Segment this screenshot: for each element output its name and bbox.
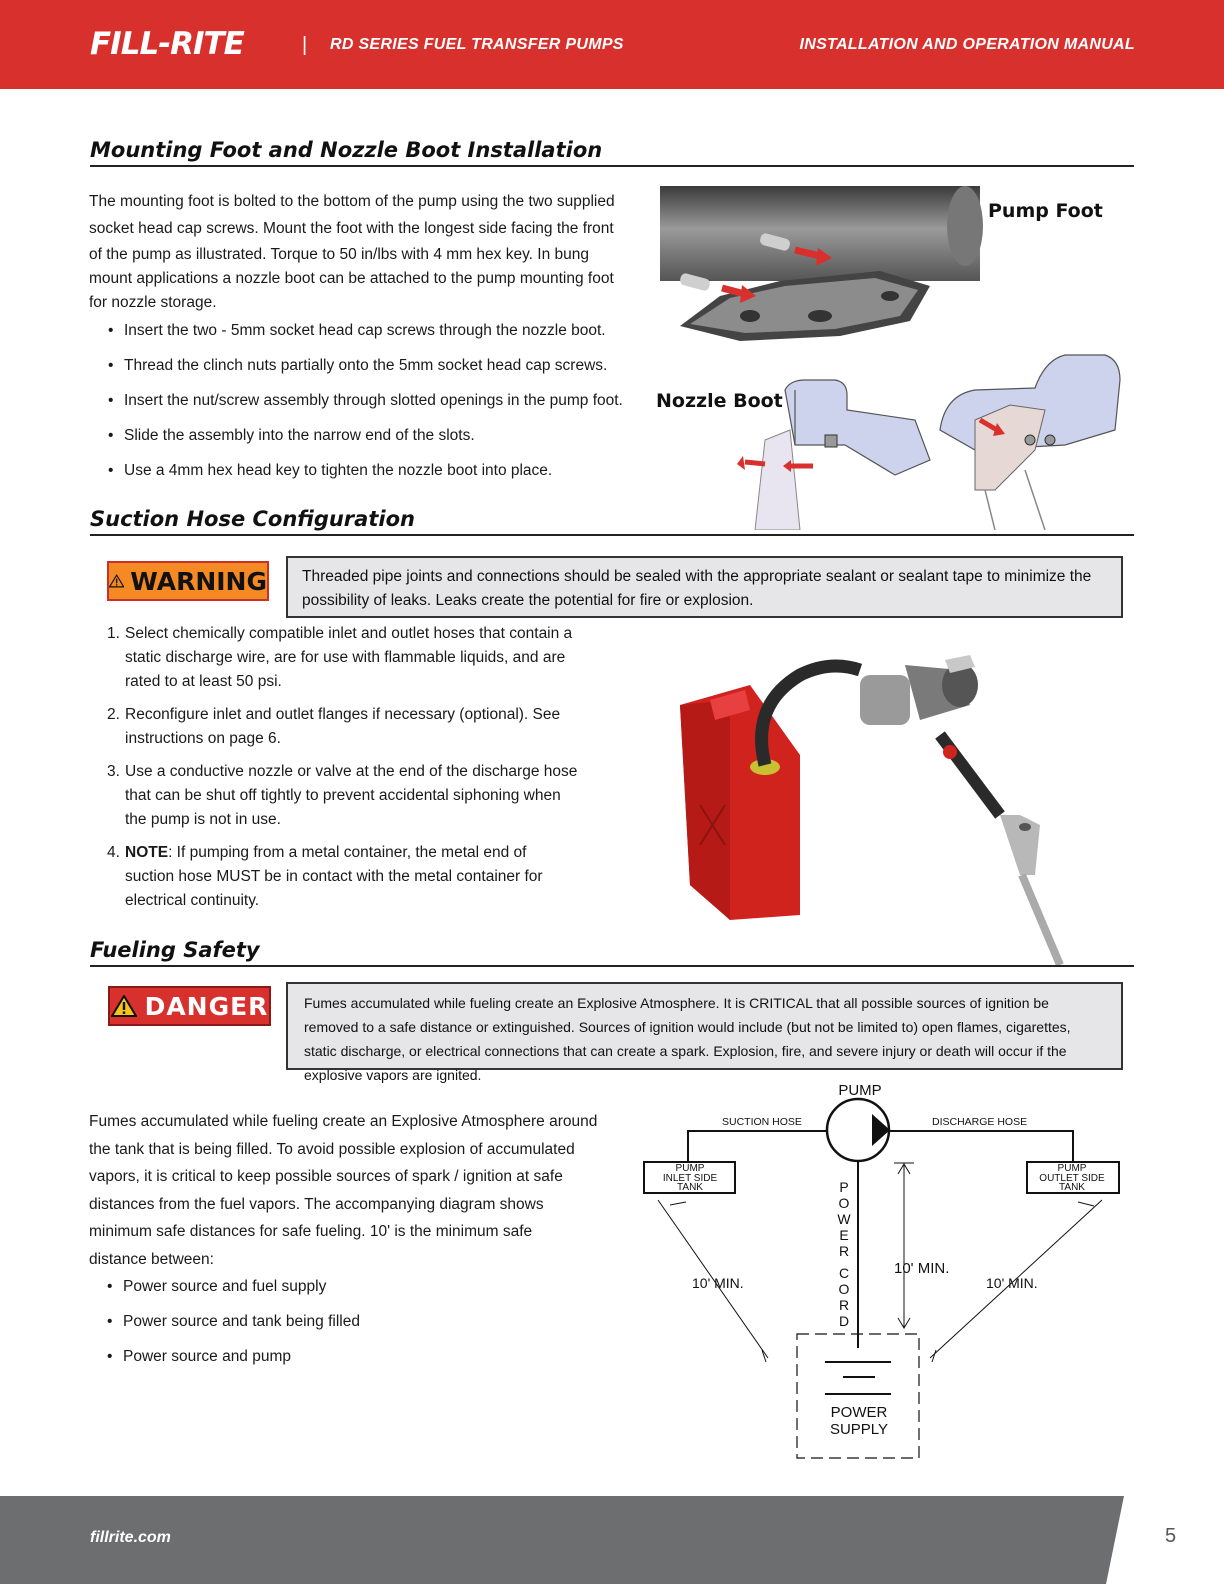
outlet-tank-line: TANK xyxy=(1059,1182,1085,1193)
list-item: Power source and tank being filled xyxy=(89,1312,489,1332)
danger-triangle-icon xyxy=(110,995,137,1017)
section-title-fueling: Fueling Safety xyxy=(90,938,1134,967)
fueling-bullet-list: Power source and fuel supply Power sourc… xyxy=(89,1277,489,1382)
min-distance-center-label: 10' MIN. xyxy=(894,1260,949,1277)
list-item: Insert the nut/screw assembly through sl… xyxy=(90,391,650,411)
paragraph-line: distance between: xyxy=(89,1250,214,1268)
paragraph-line: for nozzle storage. xyxy=(89,294,217,311)
discharge-hose-label: DISCHARGE HOSE xyxy=(932,1116,1027,1128)
inlet-tank-box xyxy=(643,1161,736,1194)
danger-notice-box: Fumes accumulated while fueling create a… xyxy=(286,982,1123,1083)
suction-hose-label: SUCTION HOSE xyxy=(722,1116,802,1128)
paragraph-line: the tank that is being filled. To avoid … xyxy=(89,1140,575,1158)
min-distance-left-label: 10' MIN. xyxy=(692,1275,744,1291)
paragraph-line: The mounting foot is bolted to the botto… xyxy=(89,193,615,210)
warning-triangle-icon xyxy=(109,573,125,588)
header-series-title: RD SERIES FUEL TRANSFER PUMPS xyxy=(330,36,624,53)
paragraph-line: minimum safe distances for safe fueling.… xyxy=(89,1223,533,1241)
paragraph-line: mount applications a nozzle boot can be … xyxy=(89,270,614,287)
mounting-bullet-list: Insert the two - 5mm socket head cap scr… xyxy=(90,321,650,496)
nozzle-boot-illustration xyxy=(737,354,1121,530)
paragraph-line: vapors, it is critical to keep possible … xyxy=(89,1168,563,1186)
warning-text: Threaded pipe joints and connections sho… xyxy=(302,568,1092,609)
list-item: Use a 4mm hex head key to tighten the no… xyxy=(90,461,650,481)
inlet-tank-line: PUMP xyxy=(676,1163,705,1174)
power-supply-zone xyxy=(796,1333,920,1459)
svg-text:P: P xyxy=(839,1179,848,1195)
fuel-can-pump-illustration xyxy=(680,655,1064,967)
svg-text:D: D xyxy=(839,1313,849,1329)
svg-text:C: C xyxy=(839,1265,849,1281)
svg-text:R: R xyxy=(839,1297,849,1313)
outlet-tank-line: PUMP xyxy=(1058,1163,1087,1174)
footer-bar xyxy=(0,1496,1124,1584)
fill-rite-logo: FILL-RITE xyxy=(90,26,245,62)
mounting-paragraph: The mounting foot is bolted to the botto… xyxy=(89,188,629,315)
paragraph-line: distances from the fuel vapors. The acco… xyxy=(89,1195,544,1213)
header-manual-title: INSTALLATION AND OPERATION MANUAL xyxy=(799,36,1135,53)
warning-label: WARNING xyxy=(130,566,267,596)
list-item: 2.Reconfigure inlet and outlet flanges i… xyxy=(107,706,561,747)
power-supply-line: POWER xyxy=(831,1404,888,1421)
list-item: 3.Use a conductive nozzle or valve at th… xyxy=(107,763,578,828)
list-item: Power source and pump xyxy=(89,1347,489,1367)
danger-badge: DANGER xyxy=(108,986,271,1026)
section-title-mounting: Mounting Foot and Nozzle Boot Installati… xyxy=(90,138,1134,167)
warning-badge: WARNING xyxy=(107,561,269,601)
svg-text:W: W xyxy=(837,1211,851,1227)
paragraph-line: Fumes accumulated while fueling create a… xyxy=(89,1113,598,1130)
inlet-tank-line: INLET SIDE xyxy=(663,1173,718,1184)
list-item: Insert the two - 5mm socket head cap scr… xyxy=(90,321,650,341)
paragraph-line: socket head cap screws. Mount the foot w… xyxy=(89,220,614,237)
list-item: 4.NOTE: If pumping from a metal containe… xyxy=(107,844,543,909)
inlet-tank-line: TANK xyxy=(677,1182,703,1193)
list-item: 1.Select chemically compatible inlet and… xyxy=(107,625,573,690)
power-cord-label: P O W E R C O R D xyxy=(837,1179,851,1329)
list-item: Slide the assembly into the narrow end o… xyxy=(90,426,650,446)
warning-notice-box: Threaded pipe joints and connections sho… xyxy=(286,556,1123,618)
power-supply-line: SUPPLY xyxy=(830,1421,888,1438)
pump-label: PUMP xyxy=(838,1082,881,1099)
list-item: Thread the clinch nuts partially onto th… xyxy=(90,356,650,376)
page-number: 5 xyxy=(1165,1525,1177,1547)
fueling-paragraph: Fumes accumulated while fueling create a… xyxy=(89,1108,629,1274)
svg-text:R: R xyxy=(839,1243,849,1259)
svg-text:O: O xyxy=(839,1195,850,1211)
pump-foot-label: Pump Foot xyxy=(988,200,1103,222)
outlet-tank-box xyxy=(1026,1161,1120,1194)
suction-steps-list: 1.Select chemically compatible inlet and… xyxy=(89,622,579,922)
nozzle-boot-label: Nozzle Boot xyxy=(656,390,783,412)
outlet-tank-line: OUTLET SIDE xyxy=(1039,1173,1105,1184)
danger-label: DANGER xyxy=(144,991,269,1021)
footer-website-link[interactable]: fillrite.com xyxy=(90,1529,171,1546)
danger-text: Fumes accumulated while fueling create a… xyxy=(304,995,1071,1083)
paragraph-line: of the pump as illustrated. Torque to 50… xyxy=(89,246,590,263)
list-item: Power source and fuel supply xyxy=(89,1277,489,1297)
svg-text:O: O xyxy=(839,1281,850,1297)
svg-text:E: E xyxy=(839,1227,848,1243)
pump-foot-illustration xyxy=(660,186,983,341)
safety-distance-diagram: PUMP SUCTION HOSE DISCHARGE HOSE PUMP IN… xyxy=(643,1082,1120,1459)
page-header: FILL-RITE | RD SERIES FUEL TRANSFER PUMP… xyxy=(0,0,1224,89)
min-distance-right-label: 10' MIN. xyxy=(986,1275,1038,1291)
header-separator: | xyxy=(302,34,308,56)
section-title-suction: Suction Hose Configuration xyxy=(90,507,1134,536)
